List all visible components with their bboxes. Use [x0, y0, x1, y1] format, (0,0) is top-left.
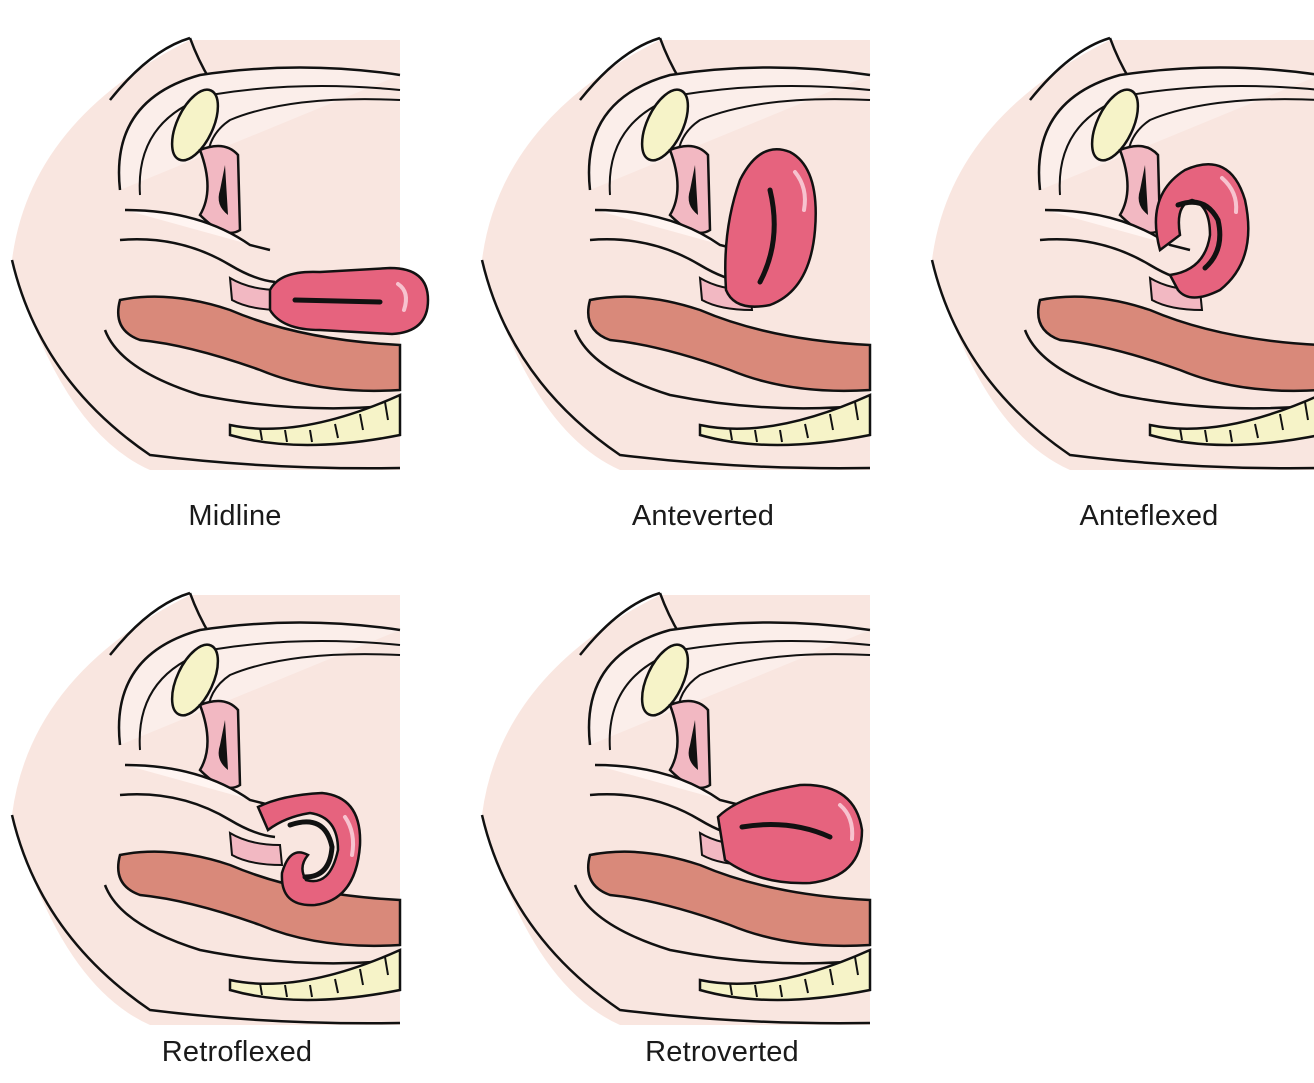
perineal-fold — [124, 208, 271, 252]
vagina — [1148, 276, 1204, 312]
sacrum — [228, 393, 402, 447]
back-outline — [10, 814, 401, 1025]
bladder-cavity — [688, 720, 698, 770]
panel-retroverted — [470, 555, 930, 1055]
perineal-fold — [124, 763, 271, 807]
uterus-highlight — [396, 282, 408, 312]
caption-anteflexed: Anteflexed — [1079, 500, 1219, 532]
uterus — [724, 147, 817, 308]
bladder-cavity — [218, 165, 228, 215]
caption-retroflexed: Retroflexed — [161, 1036, 313, 1068]
panel-anteverted — [470, 0, 930, 500]
sacrum — [698, 948, 872, 1002]
panel-retroflexed — [0, 555, 460, 1055]
pelvis-diagram — [10, 591, 402, 1025]
pubic-bone — [640, 88, 690, 162]
rectum — [587, 850, 872, 948]
rectum — [117, 850, 402, 948]
uterine-cavity — [292, 297, 383, 305]
rectum — [587, 295, 872, 393]
bladder-cavity — [218, 720, 228, 770]
pelvis-diagram — [10, 36, 430, 470]
uterus-highlight — [343, 815, 356, 857]
perineal-fold — [594, 763, 741, 807]
rectum — [117, 295, 402, 393]
uterus-highlight — [1220, 176, 1239, 214]
back-outline — [480, 814, 871, 1025]
uterine-cavity — [757, 187, 777, 285]
sacrum — [1148, 396, 1314, 447]
back-outline — [930, 259, 1314, 470]
sacrum — [698, 393, 872, 447]
bladder-cavity — [1138, 165, 1148, 215]
caption-retroverted: Retroverted — [645, 1036, 799, 1068]
pubic-bone — [640, 643, 690, 717]
vagina — [228, 831, 284, 867]
panel-midline — [0, 0, 460, 500]
pubic-bone — [170, 88, 220, 162]
uterine-cavity — [739, 822, 833, 840]
back-outline — [10, 259, 401, 470]
uterine-cavity — [287, 819, 335, 880]
pubic-bone — [170, 643, 220, 717]
pelvis-diagram — [480, 591, 872, 1025]
sacrum — [228, 948, 402, 1002]
caption-midline: Midline — [188, 500, 282, 532]
uterine-cavity — [1175, 199, 1223, 271]
uterus-highlight — [793, 170, 807, 212]
rectum — [1037, 295, 1314, 393]
uterus-highlight — [838, 803, 855, 841]
uterus — [256, 791, 362, 907]
back-outline — [480, 259, 871, 470]
pelvis-diagram — [930, 36, 1314, 470]
pelvis-diagram — [480, 36, 872, 470]
uterus — [716, 783, 864, 885]
pubic-bone — [1090, 88, 1140, 162]
panel-anteflexed — [920, 0, 1314, 500]
bladder-cavity — [688, 165, 698, 215]
perineal-fold — [594, 208, 741, 252]
caption-anteverted: Anteverted — [631, 500, 775, 532]
